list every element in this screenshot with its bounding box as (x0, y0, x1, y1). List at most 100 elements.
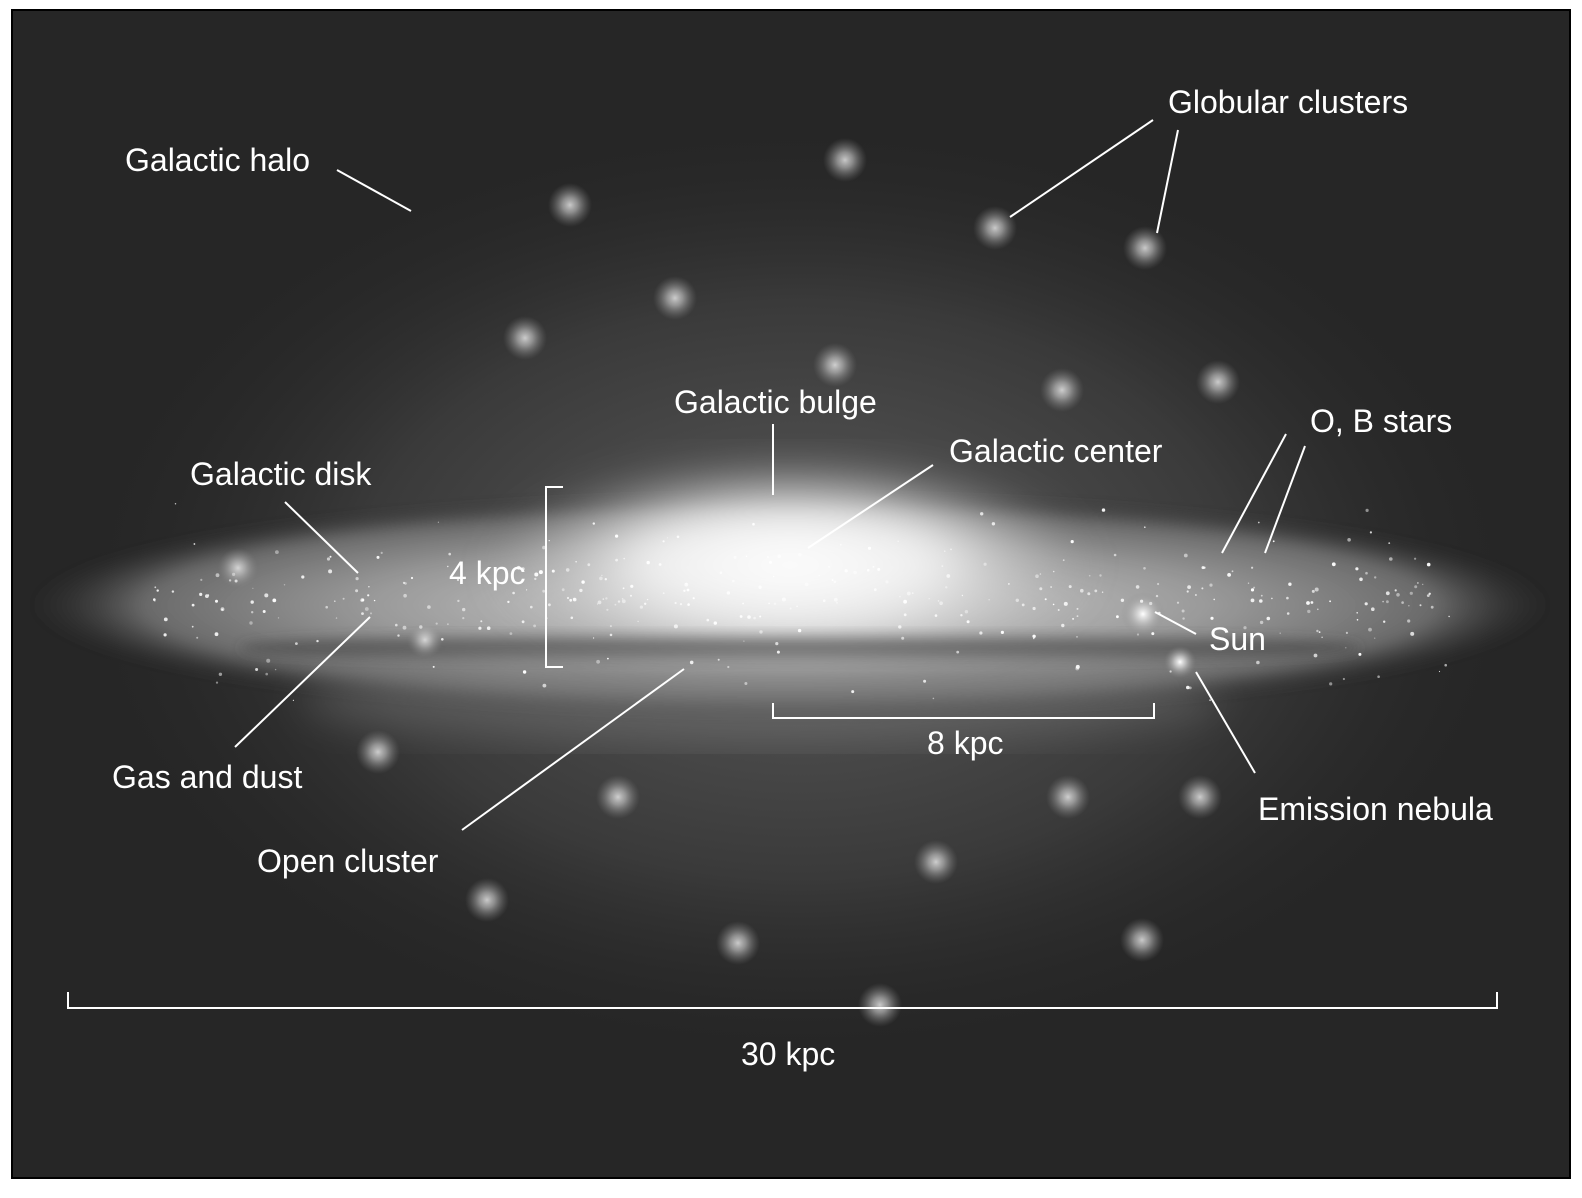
star (1186, 590, 1189, 593)
star (448, 552, 452, 556)
label-8kpc: 8 kpc (927, 725, 1003, 761)
star (1151, 632, 1155, 636)
star (325, 605, 329, 609)
star (462, 607, 466, 612)
star (753, 616, 756, 620)
star (581, 580, 585, 584)
star (1144, 526, 1146, 528)
star (662, 540, 665, 543)
star (1052, 603, 1055, 606)
star (548, 603, 551, 607)
scale-bar-4kpc (545, 486, 563, 668)
star (1419, 604, 1422, 607)
star (478, 626, 482, 630)
star (1259, 620, 1264, 625)
star (218, 672, 223, 676)
star (1257, 521, 1260, 524)
scale-bar-30kpc (67, 992, 1498, 1009)
star (944, 550, 946, 552)
star (1101, 591, 1104, 593)
star (732, 579, 735, 583)
star (840, 544, 842, 546)
star (1260, 594, 1263, 597)
star (456, 578, 460, 582)
star (1307, 609, 1311, 614)
star (1044, 598, 1047, 601)
star (1068, 585, 1072, 589)
star (614, 603, 617, 606)
star (867, 546, 872, 550)
star (1271, 597, 1273, 600)
star (292, 699, 294, 702)
star (191, 625, 194, 628)
star (1183, 553, 1188, 558)
star (252, 587, 254, 589)
star (526, 589, 528, 591)
star (833, 580, 837, 584)
star (512, 591, 515, 595)
star (687, 603, 690, 606)
star (1061, 623, 1065, 628)
star (1070, 540, 1074, 544)
star (171, 590, 175, 593)
star (1021, 603, 1025, 607)
star (1321, 636, 1323, 638)
star (262, 610, 266, 613)
star (1140, 599, 1144, 603)
open-cluster-leader (461, 668, 685, 831)
label-globular-clusters: Globular clusters (1168, 84, 1408, 120)
star (397, 634, 400, 637)
label-sun: Sun (1209, 621, 1266, 657)
star (1329, 682, 1333, 686)
star (1057, 609, 1060, 611)
star (818, 574, 820, 577)
star (264, 593, 269, 598)
star (1259, 599, 1263, 603)
star (153, 598, 156, 601)
star (435, 622, 438, 625)
labels: Globular clusters Galactic halo Galactic… (112, 84, 1493, 1072)
globular-leader-2 (1156, 129, 1179, 234)
star (609, 625, 612, 628)
star (1176, 601, 1180, 604)
label-galactic-center: Galactic center (949, 433, 1163, 469)
star (1062, 559, 1065, 562)
star (772, 575, 775, 578)
star (630, 594, 632, 597)
star (565, 568, 570, 572)
star (991, 522, 996, 526)
star (361, 612, 364, 615)
star (804, 582, 809, 587)
star (1310, 601, 1314, 604)
star (621, 599, 626, 604)
star (593, 637, 595, 639)
star (295, 642, 298, 645)
star (1032, 634, 1036, 638)
emission-nebula-glow (1164, 646, 1196, 678)
star (1251, 566, 1254, 569)
star (234, 579, 238, 583)
star (1039, 587, 1043, 591)
star (342, 597, 345, 600)
star (776, 650, 780, 654)
star (480, 620, 483, 623)
star (1377, 675, 1380, 678)
star (945, 586, 948, 589)
star (154, 586, 157, 589)
star-field (153, 503, 1450, 702)
globular-cluster (1040, 368, 1084, 412)
star (441, 638, 444, 641)
star (745, 555, 748, 558)
star (1365, 571, 1368, 575)
star (1448, 615, 1450, 618)
star (156, 589, 159, 592)
star (272, 598, 277, 603)
star (706, 618, 710, 622)
star (836, 602, 838, 604)
star (1410, 631, 1415, 636)
label-gas-and-dust: Gas and dust (112, 759, 302, 795)
star (1052, 570, 1055, 573)
star (274, 668, 277, 671)
star (853, 570, 857, 575)
star (599, 576, 603, 581)
